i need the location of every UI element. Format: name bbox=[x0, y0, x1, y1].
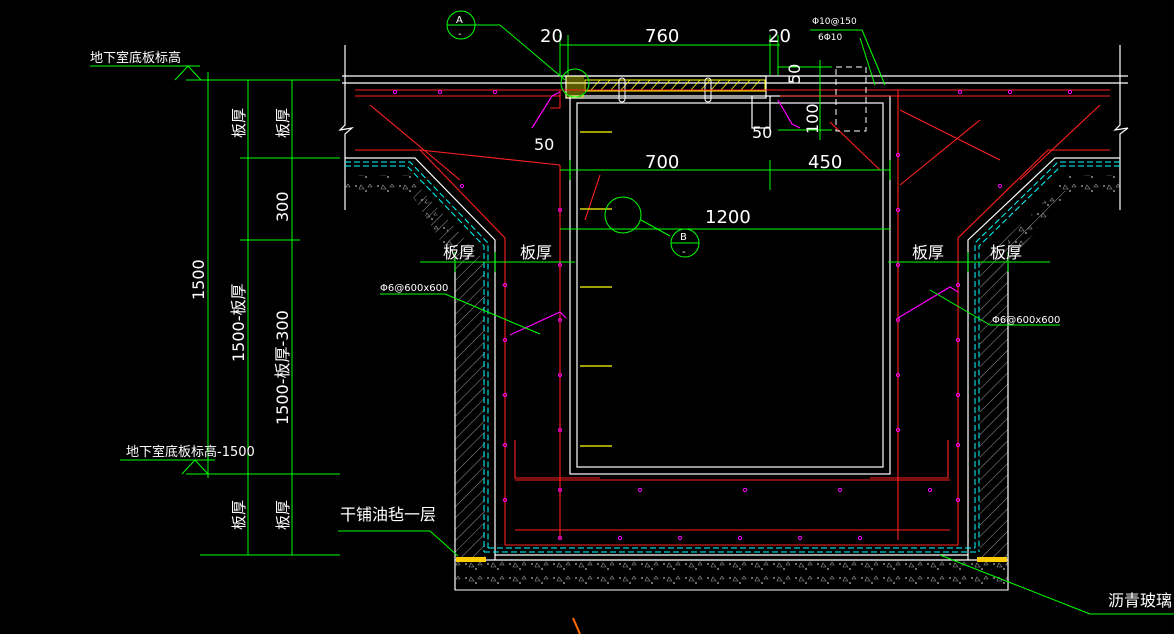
label-asphalt: 沥青玻璃 bbox=[1108, 591, 1172, 610]
dim-slab-e: 板厚 bbox=[443, 243, 475, 262]
dim-1500-slab-300: 1500-板厚-300 bbox=[273, 310, 292, 425]
dim-1500: 1500 bbox=[189, 259, 208, 300]
pit-inner bbox=[569, 95, 891, 475]
callout-a-letter: A bbox=[456, 15, 463, 26]
dim-20-right: 20 bbox=[768, 26, 791, 47]
dim-1200: 1200 bbox=[705, 207, 751, 228]
dim-slab-g: 板厚 bbox=[912, 243, 944, 262]
right-bed-slope bbox=[1008, 175, 1120, 262]
dim-50-left: 50 bbox=[534, 135, 554, 154]
waterproof-layers bbox=[345, 161, 1120, 553]
label-bottom-level: 地下室底板标高-1500 bbox=[126, 444, 255, 460]
label-rebar-top-2: 6Φ10 bbox=[818, 33, 843, 43]
label-rebar-right: Φ6@600x600 bbox=[992, 315, 1060, 326]
callout-b-sub: - bbox=[682, 247, 686, 258]
dim-50-mid: 50 bbox=[752, 123, 772, 142]
hook-bars bbox=[509, 91, 959, 336]
ladder-rungs bbox=[580, 131, 612, 447]
left-bed-slope bbox=[345, 175, 455, 262]
rebar-dots bbox=[392, 89, 1073, 541]
cover-plate bbox=[565, 75, 767, 103]
detail-box bbox=[835, 66, 867, 132]
callout-a-sub: - bbox=[458, 29, 462, 40]
dim-300: 300 bbox=[273, 191, 292, 222]
label-top-level: 地下室底板标高 bbox=[90, 50, 181, 66]
dim-760: 760 bbox=[645, 26, 679, 47]
right-wall-hatch bbox=[980, 188, 1068, 560]
dim-450: 450 bbox=[808, 152, 842, 173]
dim-slab-b: 板厚 bbox=[274, 108, 292, 138]
bottom-concrete-bed bbox=[454, 559, 1009, 591]
dim-slab-a: 板厚 bbox=[230, 108, 248, 138]
dim-slab-f: 板厚 bbox=[520, 243, 552, 262]
dim-slab-c: 板厚 bbox=[230, 500, 248, 530]
dimension-lines bbox=[90, 10, 1174, 615]
dim-700: 700 bbox=[645, 152, 679, 173]
slab-outline bbox=[338, 45, 1129, 590]
orange-mark bbox=[572, 617, 581, 634]
label-waterproof-felt: 干铺油毡一层 bbox=[340, 505, 436, 524]
left-wall-hatch bbox=[410, 188, 485, 560]
dim-50-right: 50 bbox=[785, 64, 804, 84]
callout-b-letter: B bbox=[680, 232, 687, 243]
dim-slab-h: 板厚 bbox=[990, 243, 1022, 262]
rebar-lines bbox=[355, 89, 1110, 546]
text-labels: 地下室底板标高 地下室底板标高-1500 干铺油毡一层 沥青玻璃 Φ6@600x… bbox=[90, 15, 1172, 610]
dim-1500-slab: 1500-板厚 bbox=[229, 284, 248, 363]
felt-strip-left bbox=[456, 557, 486, 562]
dim-20-left: 20 bbox=[540, 26, 563, 47]
dim-slab-d: 板厚 bbox=[274, 500, 292, 530]
label-rebar-left: Φ6@600x600 bbox=[380, 283, 448, 294]
label-rebar-top-1: Φ10@150 bbox=[812, 17, 857, 27]
dim-100: 100 bbox=[803, 103, 822, 134]
felt-strip-right bbox=[977, 557, 1007, 562]
